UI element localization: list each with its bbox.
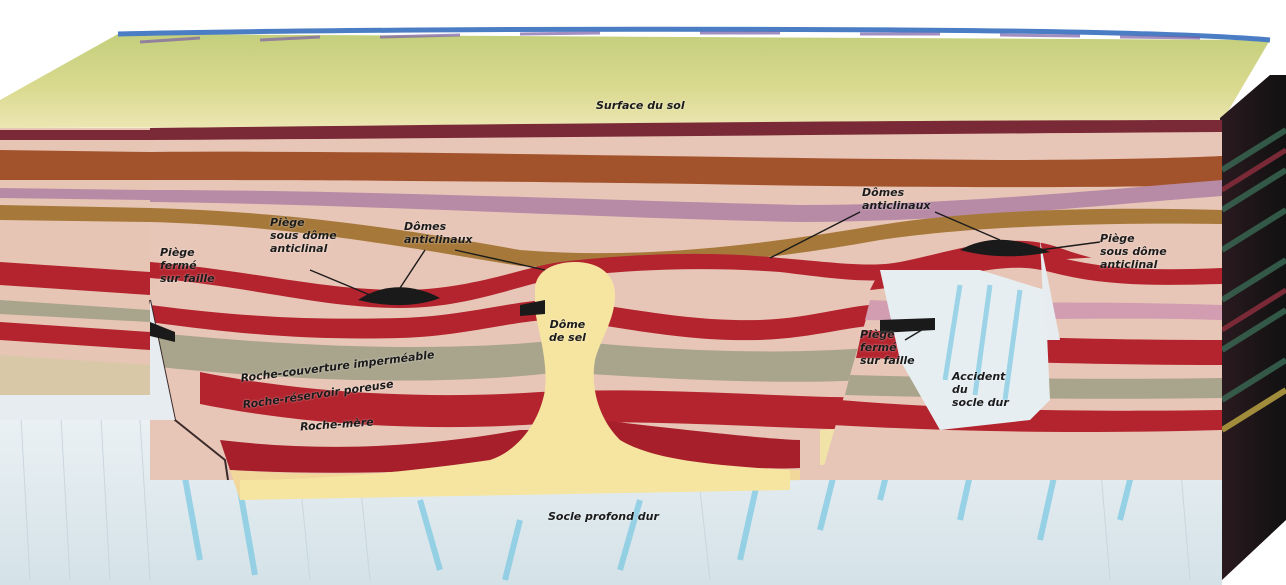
label-accident: Accident du socle dur (952, 370, 1009, 409)
oil-trap-anticline-left (358, 287, 440, 306)
oil-trap-fault-right (880, 318, 935, 333)
sea-line (117, 26, 1271, 43)
label-piege-dome-right: Piège sous dôme anticlinal (1100, 232, 1167, 271)
label-piege-dome-left: Piège sous dôme anticlinal (270, 216, 337, 255)
oil-trap-fault-left (150, 322, 175, 342)
label-piege-faille-right: Piège fermé sur faille (860, 328, 915, 367)
leader-lines (309, 211, 1101, 341)
label-socle: Socle profond dur (548, 510, 659, 523)
label-surface: Surface du sol (596, 99, 685, 112)
label-dome-sel: Dôme de sel (549, 318, 586, 344)
salt-dome (240, 262, 790, 500)
ground-surface (0, 34, 1270, 128)
left-block-layers (0, 128, 150, 400)
label-domes-left: Dômes anticlinaux (404, 220, 473, 246)
label-piege-faille-left: Piège fermé sur faille (160, 246, 215, 285)
oil-trap-anticline-right (960, 239, 1050, 257)
label-domes-right: Dômes anticlinaux (862, 186, 931, 212)
oil-trap-salt (520, 300, 545, 316)
